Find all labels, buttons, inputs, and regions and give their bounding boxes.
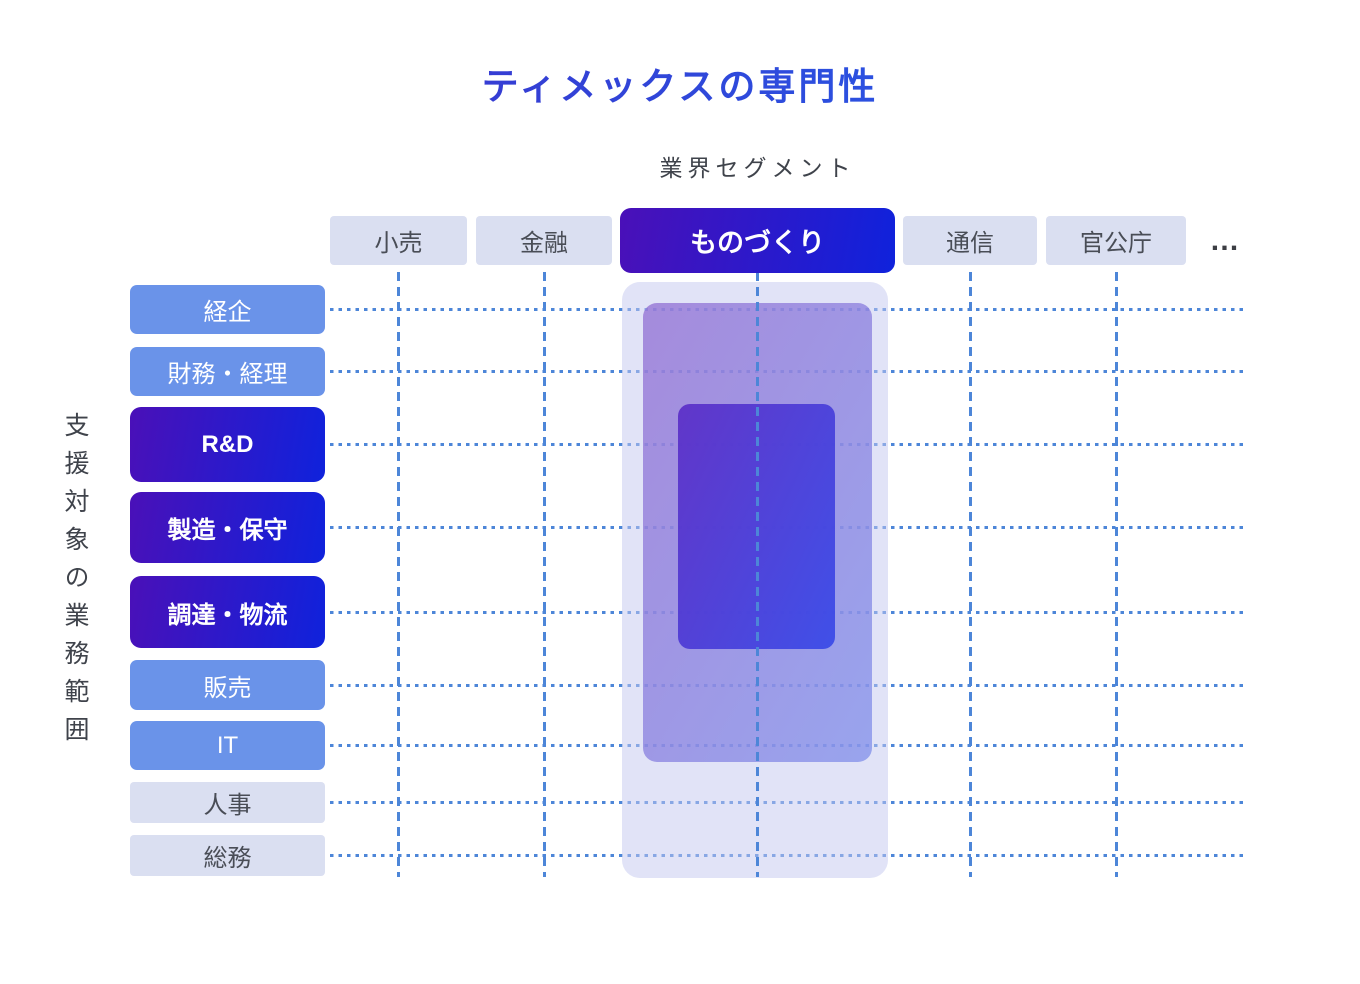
row-label-9: 総務 (130, 835, 325, 876)
grid-vline-3 (756, 272, 759, 877)
column-header-3: ものづくり (620, 208, 895, 273)
row-label-4: 製造・保守 (130, 492, 325, 563)
row-label-6: 販売 (130, 660, 325, 710)
grid-vline-1 (397, 272, 400, 877)
x-axis-label: 業界セグメント (659, 155, 856, 181)
row-label-8: 人事 (130, 782, 325, 823)
row-label-7: IT (130, 721, 325, 770)
grid-vline-4 (968, 272, 972, 877)
row-label-3: R&D (130, 407, 325, 482)
column-header-5: 官公庁 (1046, 216, 1186, 265)
column-header-4: 通信 (903, 216, 1037, 265)
row-label-5: 調達・物流 (130, 576, 325, 648)
row-label-1: 経企 (130, 285, 325, 334)
row-label-2: 財務・経理 (130, 347, 325, 396)
grid-vline-5 (1114, 272, 1118, 877)
column-header-1: 小売 (330, 216, 467, 265)
column-header-2: 金融 (476, 216, 612, 265)
page-title: ティメックスの専門性 (0, 56, 1360, 110)
grid-vline-2 (542, 272, 546, 877)
y-axis-label: 支援対象の業務範囲 (61, 412, 89, 754)
more-columns-ellipsis: … (1209, 223, 1243, 257)
